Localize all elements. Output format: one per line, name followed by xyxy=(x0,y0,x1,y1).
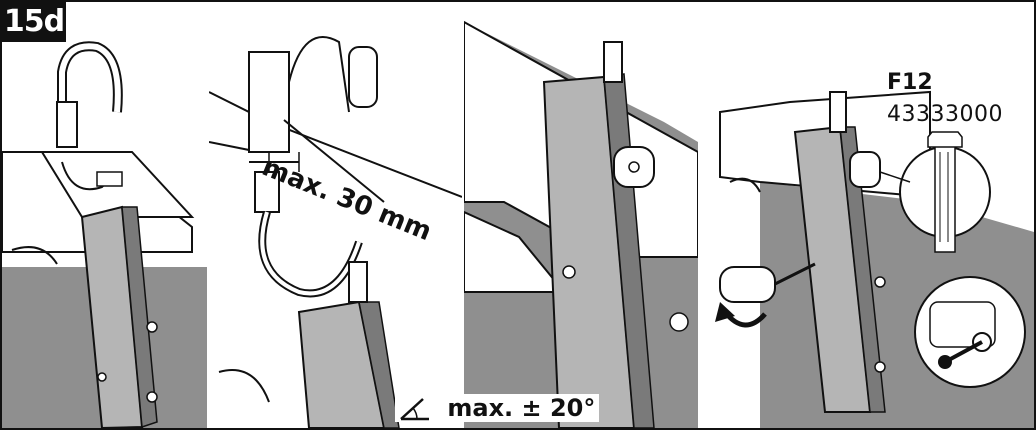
illustration-panel-2: max. 30 mm xyxy=(209,2,462,428)
mounting-rail xyxy=(297,300,386,428)
screwdriver-icon xyxy=(719,262,816,303)
faucet-body xyxy=(56,101,78,148)
illustration-panel-3 xyxy=(464,2,698,428)
panel-3-drawing xyxy=(464,20,698,428)
rotation-arrow-icon xyxy=(715,302,767,328)
angle-tolerance-label: max. ± 20° xyxy=(395,394,600,422)
step-number-badge: 15d xyxy=(2,2,66,42)
panel-2-drawing xyxy=(209,36,462,428)
clip-detail-circle xyxy=(899,141,991,253)
angle-icon xyxy=(400,398,429,421)
part-code: F12 xyxy=(887,70,933,95)
panel-1-drawing xyxy=(2,41,207,428)
clip-icon xyxy=(927,131,963,148)
angle-tolerance-text: max. ± 20° xyxy=(447,394,596,422)
screw-icon xyxy=(938,332,992,369)
illustration-panel-1 xyxy=(2,2,207,428)
screw-detail-circle xyxy=(914,276,1026,388)
faucet-body xyxy=(248,51,290,153)
part-number: 43333000 xyxy=(887,102,1003,127)
panel-4-drawing xyxy=(715,90,1034,428)
illustration-panel-4 xyxy=(700,2,1034,428)
